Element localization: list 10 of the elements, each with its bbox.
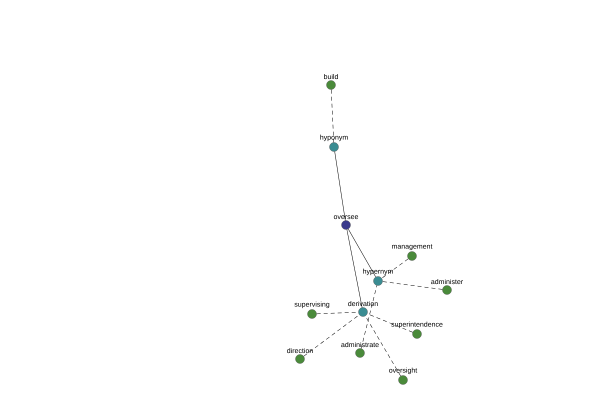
connector-line <box>367 314 413 332</box>
connector-line <box>382 258 408 278</box>
connector-line <box>348 228 376 278</box>
connector-line <box>334 151 346 221</box>
connector-line <box>304 314 360 356</box>
connector-line <box>365 316 401 376</box>
connector-line <box>360 285 378 349</box>
connector-line <box>382 281 443 290</box>
connector-line <box>346 229 362 308</box>
connector-line <box>330 89 334 143</box>
